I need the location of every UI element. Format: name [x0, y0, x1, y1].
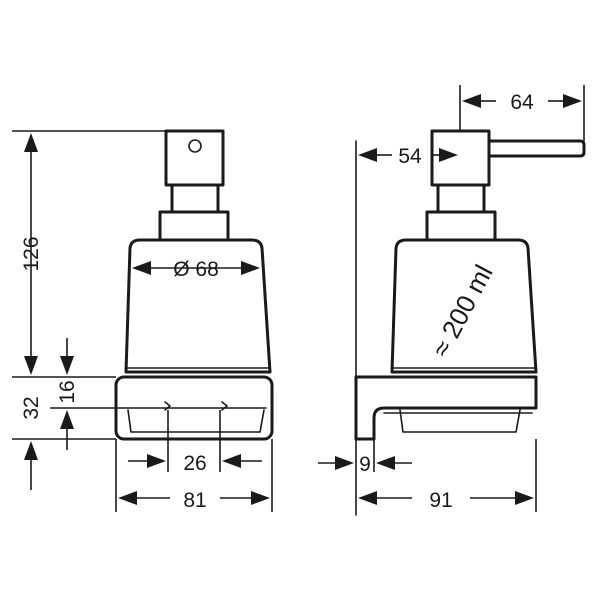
dim-91-arrow-left [358, 491, 377, 505]
dim-64-arrow-right [563, 94, 582, 108]
dim-68-arrow-right [241, 261, 260, 275]
dim-126-arrow-top [24, 133, 38, 152]
dim-81-arrow-left [118, 491, 137, 505]
soap-dish [127, 409, 265, 433]
dim-126-arrow-bottom [24, 356, 38, 375]
label-16: 16 [56, 380, 79, 403]
dim-54-arrow-left [358, 148, 377, 162]
dim-9-arrow-left [335, 456, 354, 470]
pump-head [164, 129, 225, 187]
label-9: 9 [359, 453, 371, 476]
label-64: 64 [510, 91, 534, 114]
label-54: 54 [398, 145, 422, 168]
glass-container [124, 238, 272, 374]
dim-91-arrow-right [515, 491, 534, 505]
label-81: 81 [183, 489, 206, 512]
side-glass-container [390, 238, 538, 374]
dim-54-arrow-right [439, 148, 458, 162]
side-pump-neck [436, 183, 486, 214]
dish-clip-right [221, 401, 228, 411]
side-view [354, 129, 586, 516]
dim-32-arrow-bottom [24, 441, 38, 460]
dim-16-arrow-top [60, 356, 74, 375]
dim-26-arrow-right [222, 454, 241, 468]
nozzle-hole [188, 139, 202, 153]
front-view [114, 129, 274, 441]
spout [487, 139, 586, 158]
label-126: 126 [20, 236, 43, 271]
dim-68-arrow-left [132, 261, 151, 275]
side-soap-dish [399, 409, 521, 433]
dim-16-arrow-bottom [60, 410, 74, 429]
pump-neck [170, 183, 220, 214]
dish-clip-left [164, 401, 171, 411]
side-pump-collar [425, 210, 497, 242]
dim-81-arrow-right [251, 491, 270, 505]
wall-bracket [354, 375, 538, 441]
pump-collar [158, 210, 230, 242]
dim-9-arrow-right [376, 456, 395, 470]
label-32: 32 [20, 396, 43, 419]
label-26: 26 [183, 452, 206, 475]
dimension-lines [12, 85, 585, 512]
dim-64-arrow-left [462, 94, 481, 108]
dimension-labels: 126 32 16 Ø 68 26 81 91 9 54 64 ≈ 200 ml [20, 91, 534, 512]
label-diameter-68: Ø 68 [173, 258, 219, 281]
dim-26-arrow-left [147, 454, 166, 468]
capacity-label: ≈ 200 ml [425, 260, 498, 362]
label-91: 91 [429, 489, 452, 512]
